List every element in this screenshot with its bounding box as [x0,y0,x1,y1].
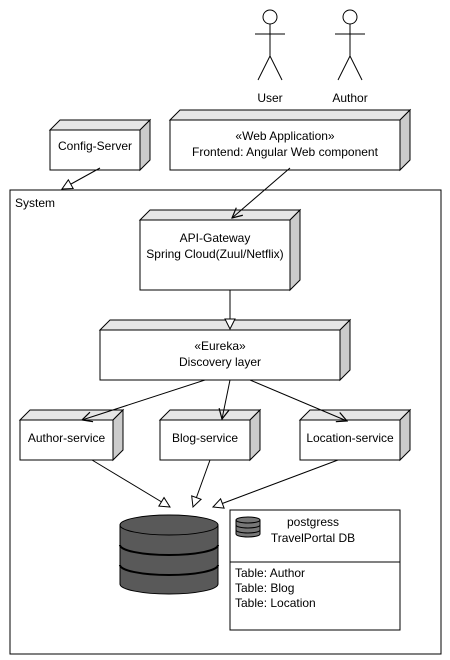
author-service-node-label-1: Author-service [28,431,106,445]
db-table-author: Table: Author [235,566,305,580]
connectors [62,167,347,507]
author-service-node: Author-service [18,408,125,462]
edge-location-to-db [213,459,339,507]
db-table-location: Table: Location [235,596,316,610]
actor-user-label: User [257,91,282,105]
location-service-node-label-1: Location-service [306,431,394,445]
db-title-line-1: postgress [287,515,339,529]
api-gateway-node-label-1: API-Gateway [180,231,251,245]
eureka-node-label-1: «Eureka» [194,339,246,353]
config-server-node: Config-Server [48,118,152,172]
system-boundary: System [9,189,442,655]
location-service-node: Location-service [298,408,412,462]
config-server-node-label-1: Config-Server [58,139,132,153]
edge-blog-to-db [193,459,211,507]
blog-service-node-label-1: Blog-service [172,431,238,445]
db-title-line-2: TravelPortal DB [271,531,355,545]
edge-eureka-to-blog [222,379,231,419]
edge-author-to-db [91,459,170,507]
web-application-node: «Web Application» Frontend: Angular Web c… [168,108,412,172]
actor-author: Author [332,9,368,105]
web-application-node-label-1: «Web Application» [235,129,335,143]
api-gateway-node-label-2: Spring Cloud(Zuul/Netflix) [146,247,283,261]
web-application-node-label-2: Frontend: Angular Web component [192,145,379,159]
database-box: postgress TravelPortal DB Table: Author … [229,509,401,631]
edge-config-to-system [62,167,101,189]
blog-service-node: Blog-service [158,408,262,462]
db-table-blog: Table: Blog [235,581,294,595]
eureka-node-label-2: Discovery layer [179,355,261,369]
edge-web-to-gateway [232,167,291,218]
actor-author-label: Author [332,91,367,105]
edge-eureka-to-location [249,379,347,421]
actor-user: User [255,9,285,105]
database-cylinder-icon [119,514,219,595]
system-label: System [15,196,55,210]
edge-eureka-to-author [82,379,206,420]
eureka-node: «Eureka» Discovery layer [98,318,352,382]
db-small-icon [235,516,261,538]
